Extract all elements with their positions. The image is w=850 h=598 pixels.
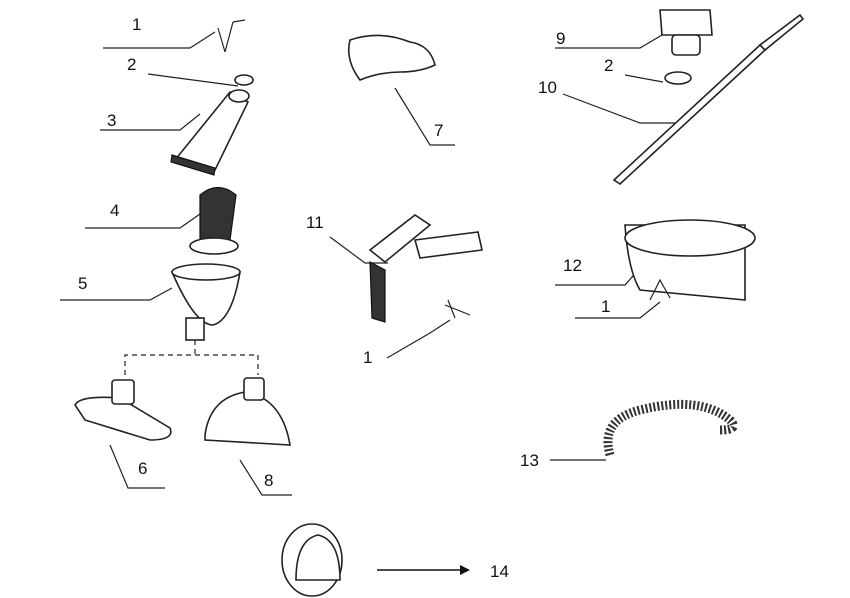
- part-9-cap: [659, 9, 713, 56]
- part-1-clip-middle: [444, 299, 471, 319]
- part-1-clip: [217, 19, 246, 53]
- label-2: 2: [127, 55, 137, 74]
- part-10-pole: [612, 13, 805, 186]
- part-2-ring-right: [664, 71, 692, 85]
- label-3: 3: [107, 111, 117, 130]
- label-1-middle: 1: [363, 348, 373, 367]
- label-1-right: 1: [601, 297, 611, 316]
- part-14-plug: [281, 523, 343, 597]
- label-4: 4: [110, 201, 120, 220]
- arrow-head-icon: [460, 565, 470, 575]
- label-5: 5: [78, 274, 88, 293]
- part-1-clip-right: [649, 278, 671, 301]
- part-6-vacuum-head: [74, 379, 172, 441]
- label-13: 13: [520, 451, 539, 470]
- part-4-filter: [189, 186, 239, 255]
- label-8: 8: [264, 471, 274, 490]
- label-1: 1: [132, 15, 142, 34]
- label-9: 9: [556, 29, 566, 48]
- part-8-vacuum-head: [204, 377, 291, 446]
- part-3-adapter: [170, 89, 250, 176]
- part-11-brush: [368, 214, 483, 323]
- part-7-frame: [347, 34, 436, 81]
- label-6: 6: [138, 459, 148, 478]
- label-10: 10: [538, 78, 557, 97]
- label-11: 11: [306, 213, 324, 232]
- part-13-hose: [603, 399, 738, 457]
- part-12-skimmer: [624, 219, 756, 301]
- label-7: 7: [434, 121, 444, 140]
- label-12: 12: [563, 256, 582, 275]
- label-2-right: 2: [604, 56, 614, 75]
- part-2-ring: [234, 74, 254, 86]
- part-5-funnel: [170, 263, 241, 341]
- label-14: 14: [490, 562, 509, 581]
